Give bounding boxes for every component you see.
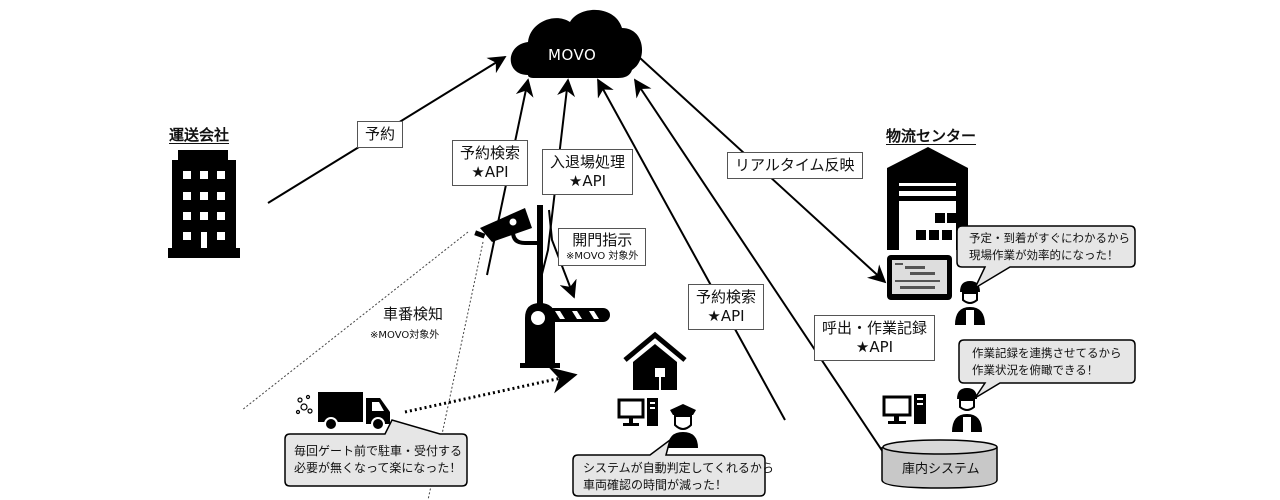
worker-helmet-icon-bottom bbox=[952, 388, 982, 432]
bubble-text-worker-top: 予定・到着がすぐにわかるから現場作業が効率的になった！ bbox=[969, 231, 1130, 262]
speech-bubble-worker-bottom bbox=[958, 339, 1136, 399]
warehouse-system-label: 庫内システム bbox=[902, 462, 980, 477]
computer-icon-2 bbox=[882, 394, 926, 424]
cloud-label: MOVO bbox=[548, 46, 597, 64]
speech-bubble-guard bbox=[572, 438, 766, 497]
gate-barrier-icon bbox=[520, 205, 610, 368]
worker-helmet-icon-top bbox=[955, 281, 985, 325]
security-guard-icon bbox=[668, 404, 698, 448]
plate-detection-label: 車番検知 bbox=[383, 305, 444, 323]
flow-label-reservation-search-1: 予約検索★API bbox=[452, 140, 529, 186]
bubble-text-worker-bottom: 作業記録を連携させてるから作業状況を俯瞰できる！ bbox=[972, 346, 1122, 377]
logistics-center-title: 物流センター bbox=[886, 127, 977, 145]
flow-label-realtime: リアルタイム反映 bbox=[727, 152, 863, 179]
bubble-text-guard: システムが自動判定してくれるから車両確認の時間が減った！ bbox=[583, 461, 774, 492]
arrow-call-record bbox=[634, 78, 896, 471]
transport-company-title: 運送会社 bbox=[169, 126, 230, 144]
flow-label-reservation: 予約 bbox=[357, 121, 404, 148]
flow-label-call-record: 呼出・作業記録★API bbox=[814, 315, 936, 361]
bubble-text-driver: 毎回ゲート前で駐車・受付する必要が無くなって楽になった！ bbox=[294, 444, 463, 475]
tablet-icon bbox=[887, 255, 952, 300]
cloud-icon bbox=[510, 9, 643, 78]
guard-house-icon bbox=[623, 331, 687, 390]
warehouse-icon bbox=[887, 147, 968, 250]
computer-icon bbox=[617, 398, 658, 426]
plate-detection-note: ※MOVO対象外 bbox=[370, 330, 440, 341]
arrow-reservation-search-2 bbox=[597, 78, 786, 421]
database-cylinder bbox=[881, 439, 998, 489]
flow-label-gate-open: 開門指示※MOVO 対象外 bbox=[558, 228, 647, 266]
flow-label-reservation-search-2: 予約検索★API bbox=[688, 284, 765, 330]
arrow-gate-open bbox=[548, 209, 577, 299]
speech-bubble-worker-top bbox=[956, 225, 1136, 290]
speech-bubble-driver bbox=[284, 419, 468, 487]
security-camera-icon bbox=[474, 208, 540, 245]
truck-icon bbox=[295, 392, 390, 431]
flow-label-entry-exit: 入退場処理★API bbox=[542, 149, 634, 195]
office-building-icon bbox=[168, 150, 240, 258]
arrow-truck-path bbox=[404, 366, 578, 414]
